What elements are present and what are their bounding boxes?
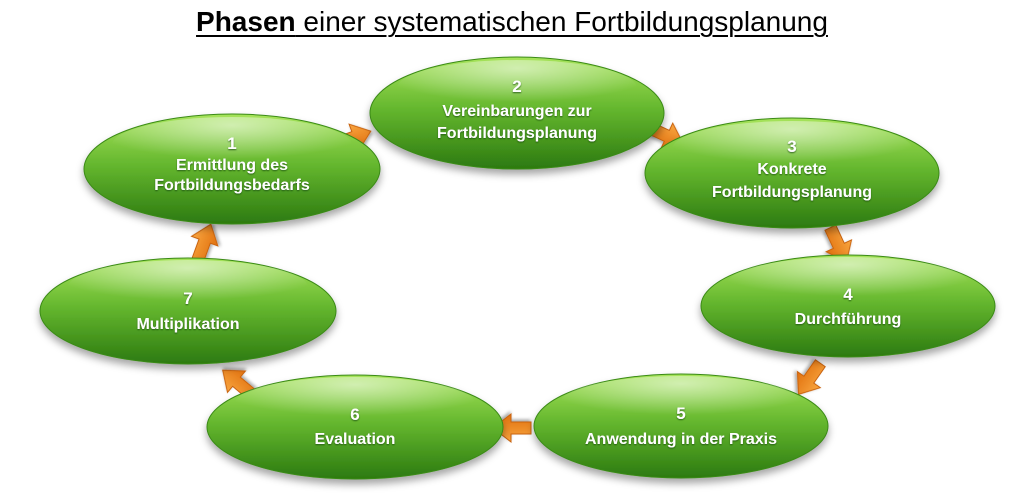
phase-2-line-2: Fortbildungsplanung — [437, 125, 597, 142]
phase-1-line-2: Fortbildungsbedarfs — [154, 177, 310, 194]
phase-6-number: 6 — [350, 405, 359, 424]
phase-3-number: 3 — [787, 137, 796, 156]
phase-2-line-1: Vereinbarungen zur — [442, 103, 591, 120]
phase-3-node: 3 Konkrete Fortbildungsplanung — [644, 117, 940, 229]
phase-1-number: 1 — [227, 134, 236, 153]
diagram-title: Phasen einer systematischen Fortbildungs… — [0, 0, 1024, 44]
phase-3-line-1: Konkrete — [757, 161, 826, 178]
arrow-4-to-5 — [796, 359, 826, 396]
phase-6-line-1: Evaluation — [315, 431, 396, 448]
title-bold: Phasen — [196, 6, 296, 37]
phase-1-node: 1 Ermittlung des Fortbildungsbedarfs — [83, 113, 381, 225]
phase-1-line-1: Ermittlung des — [176, 157, 288, 174]
phase-5-line-1: Anwendung in der Praxis — [585, 431, 777, 448]
title-rest: einer systematischen Fortbildungsplanung — [295, 6, 828, 37]
phase-2-node: 2 Vereinbarungen zur Fortbildungsplanung — [369, 56, 665, 170]
phase-4-node: 4 Durchführung — [700, 254, 996, 358]
phase-6-node: 6 Evaluation — [206, 374, 504, 480]
phase-7-number: 7 — [183, 289, 192, 308]
phase-5-node: 5 Anwendung in der Praxis — [533, 373, 829, 479]
phase-7-node: 7 Multiplikation — [39, 257, 337, 365]
phase-7-line-1: Multiplikation — [136, 316, 239, 333]
phase-2-number: 2 — [512, 77, 521, 96]
phase-3-line-2: Fortbildungsplanung — [712, 184, 872, 201]
phase-4-number: 4 — [843, 285, 853, 304]
phase-5-number: 5 — [676, 404, 685, 423]
phase-4-line-1: Durchführung — [795, 311, 902, 328]
